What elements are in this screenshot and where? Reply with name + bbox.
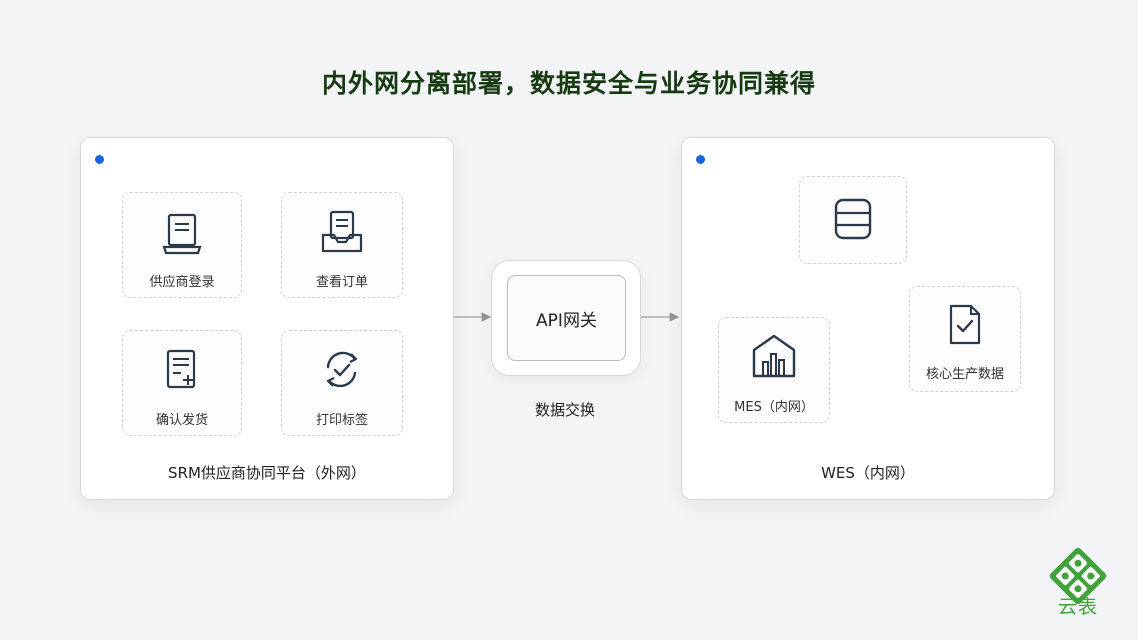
page-title: 内外网分离部署，数据安全与业务协同兼得 — [321, 69, 816, 98]
status-dot — [696, 155, 705, 164]
card-core-data[interactable]: 核心生产数据 — [909, 286, 1021, 392]
logo-text: 云表 — [1057, 596, 1098, 618]
database-icon — [834, 198, 872, 240]
internal-panel-label: WES（内网） — [821, 464, 915, 482]
card-supplier-login[interactable]: 供应商登录 — [122, 192, 242, 298]
card-database[interactable] — [799, 176, 907, 264]
card-label: 供应商登录 — [149, 275, 215, 290]
document-check-icon — [949, 304, 981, 345]
api-gateway-label: API网关 — [507, 275, 626, 361]
external-network-panel: 供应商登录 查看订单 确认发货 打印标签 SRM供应 — [80, 137, 454, 500]
card-view-orders[interactable]: 查看订单 — [281, 192, 403, 298]
document-add-icon — [166, 349, 196, 389]
card-label: 核心生产数据 — [925, 367, 1004, 382]
gateway-caption: 数据交换 — [534, 401, 595, 419]
card-label: MES（内网） — [734, 400, 814, 415]
card-label: 打印标签 — [315, 413, 368, 428]
card-label: 查看订单 — [315, 275, 368, 290]
factory-chart-icon — [752, 334, 796, 378]
internal-network-panel: MES（内网） 核心生产数据 WES（内网） — [681, 137, 1055, 500]
card-print-labels[interactable]: 打印标签 — [281, 330, 403, 436]
api-gateway[interactable]: API网关 — [491, 260, 641, 376]
order-tray-icon — [321, 210, 363, 253]
yunbiao-logo-icon — [1049, 547, 1107, 605]
card-mes[interactable]: MES（内网） — [718, 317, 830, 423]
status-dot — [95, 155, 104, 164]
card-confirm-shipment[interactable]: 确认发货 — [122, 330, 242, 436]
refresh-check-icon — [326, 351, 358, 388]
external-panel-label: SRM供应商协同平台（外网） — [168, 464, 366, 482]
card-label: 确认发货 — [155, 413, 208, 428]
laptop-icon — [162, 213, 202, 255]
